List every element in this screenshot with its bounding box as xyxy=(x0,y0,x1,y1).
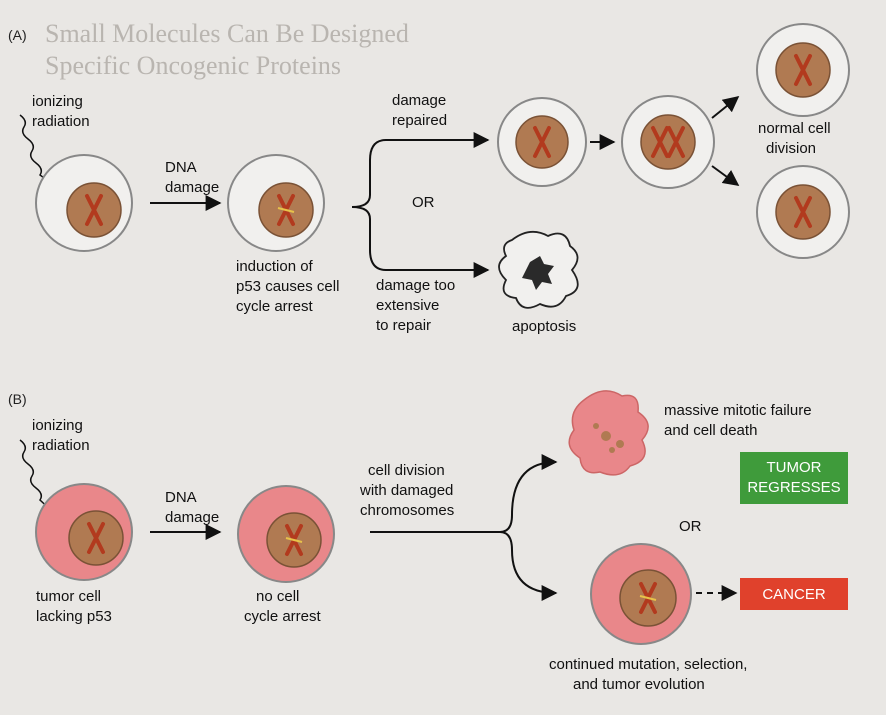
b-or: OR xyxy=(679,518,702,535)
a-induction-3: cycle arrest xyxy=(236,298,314,315)
b-mitotic-failure-cell xyxy=(568,390,649,476)
b-fork-down xyxy=(499,531,558,601)
b-continued-2: and tumor evolution xyxy=(573,676,705,693)
panel-b-tag: (B) xyxy=(8,391,27,407)
a-daughter-cell-2 xyxy=(756,165,850,259)
b-tumor-cell-1 xyxy=(35,483,133,581)
b-tumor-cell-label-2: lacking p53 xyxy=(36,608,112,625)
a-or: OR xyxy=(412,194,435,211)
a-normal-division-1: normal cell xyxy=(758,120,831,137)
a-ionizing-label-2: radiation xyxy=(32,113,90,130)
a-apoptosis-label: apoptosis xyxy=(512,318,576,335)
a-radiation-wavy-arrow xyxy=(19,114,69,197)
a-arrow-div-down xyxy=(711,165,740,186)
b-ionizing-label-2: radiation xyxy=(32,437,90,454)
a-cell-2 xyxy=(227,154,325,252)
a-dna-damage-1: DNA xyxy=(165,159,197,176)
a-induction-1: induction of xyxy=(236,258,314,275)
b-tumor-regresses-box: TUMOR REGRESSES xyxy=(740,452,848,504)
b-no-arrest-2: cycle arrest xyxy=(244,608,322,625)
b-dna-damage-1: DNA xyxy=(165,489,197,506)
b-radiation-wavy-arrow xyxy=(19,439,69,527)
panel-b: (B) ionizing radiation tumor cell lackin… xyxy=(8,390,848,693)
b-tumor-cell-2 xyxy=(237,485,335,583)
b-cell-division-3: chromosomes xyxy=(360,502,454,519)
a-ionizing-label-1: ionizing xyxy=(32,93,83,110)
panel-a-tag: (A) xyxy=(8,27,27,43)
a-repaired-1: damage xyxy=(392,92,446,109)
a-induction-2: p53 causes cell xyxy=(236,278,339,295)
b-ionizing-label-1: ionizing xyxy=(32,417,83,434)
b-cell-division-1: cell division xyxy=(368,462,445,479)
panel-a: (A) ionizing radiation DNA damage induct… xyxy=(8,23,850,335)
b-fork-up xyxy=(499,454,558,533)
bg-headline-1: Small Molecules Can Be Designed xyxy=(45,19,409,48)
b-cell-division-2: with damaged xyxy=(359,482,453,499)
a-extensive-1: damage too xyxy=(376,277,455,294)
a-cell-repaired xyxy=(497,97,587,187)
a-dna-damage-2: damage xyxy=(165,179,219,196)
a-brace xyxy=(351,139,387,271)
a-normal-division-2: division xyxy=(766,140,816,157)
a-extensive-3: to repair xyxy=(376,317,431,334)
b-cancer-label: CANCER xyxy=(762,586,826,603)
b-mitotic-failure-2: and cell death xyxy=(664,422,757,439)
a-extensive-2: extensive xyxy=(376,297,439,314)
b-tumor-cell-label-1: tumor cell xyxy=(36,588,101,605)
b-continued-1: continued mutation, selection, xyxy=(549,656,747,673)
a-repaired-2: repaired xyxy=(392,112,447,129)
b-cancer-box: CANCER xyxy=(740,578,848,610)
background-page-text: Small Molecules Can Be Designed Specific… xyxy=(45,19,409,80)
bg-headline-2: Specific Oncogenic Proteins xyxy=(45,51,341,80)
a-daughter-cell-1 xyxy=(756,23,850,117)
b-no-arrest-1: no cell xyxy=(256,588,299,605)
a-cell-1 xyxy=(35,154,133,252)
b-mitotic-failure-1: massive mitotic failure xyxy=(664,402,812,419)
b-dna-damage-2: damage xyxy=(165,509,219,526)
b-tumor-regresses-2: REGRESSES xyxy=(747,479,840,496)
b-cancer-cell xyxy=(590,543,692,645)
a-cell-mitosis xyxy=(621,95,715,189)
b-tumor-regresses-1: TUMOR xyxy=(767,459,822,476)
a-apoptotic-cell xyxy=(498,230,579,309)
a-arrow-div-up xyxy=(711,95,740,119)
